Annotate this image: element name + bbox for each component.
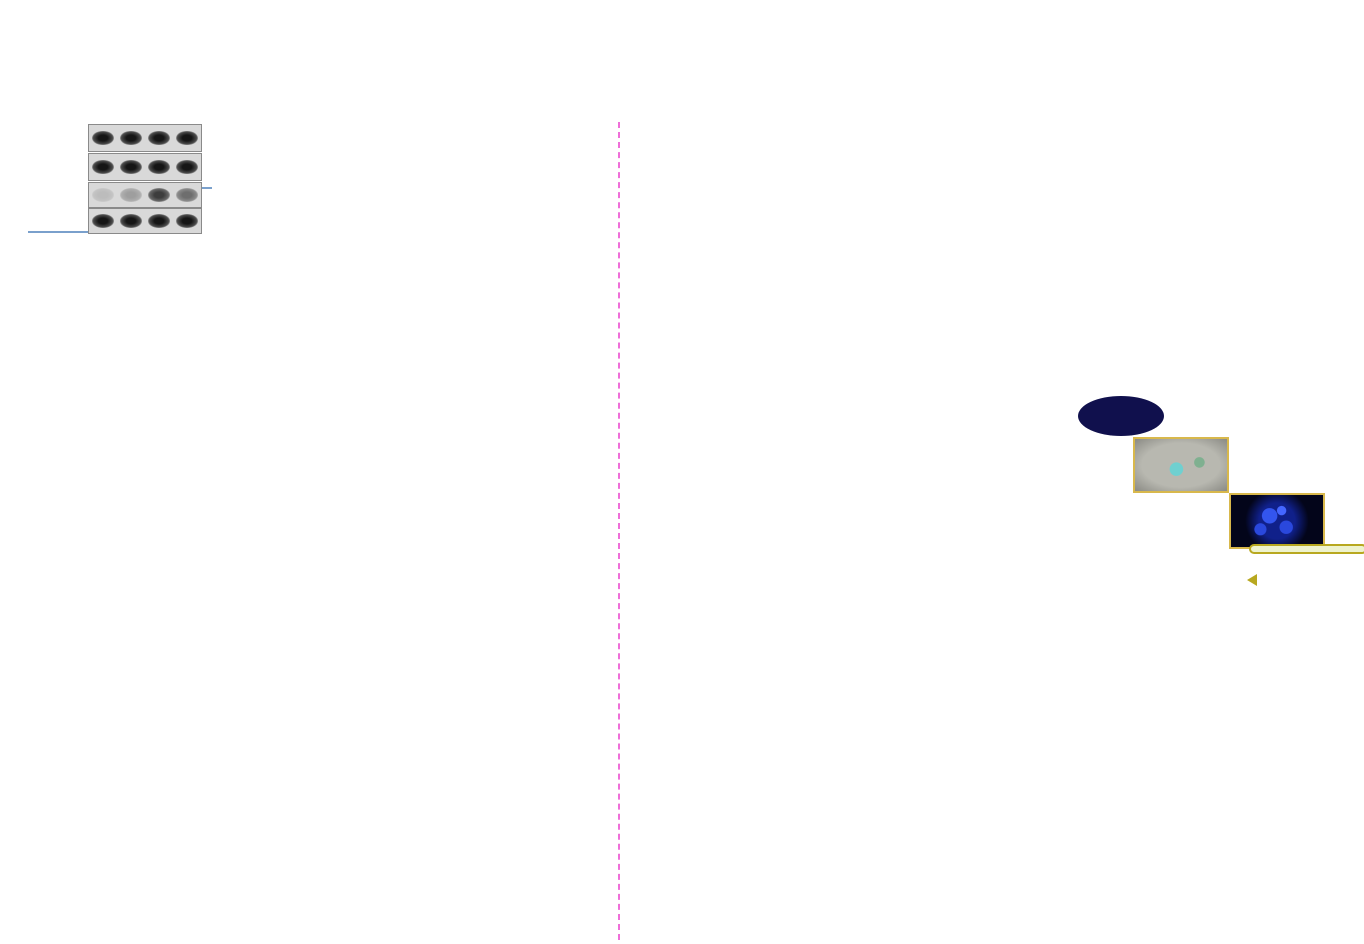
blot-cox-image [88,153,202,181]
p21-node [1078,396,1164,436]
sa-bgal-image [1133,437,1229,493]
blot-mito-image [88,124,202,152]
blot-bactin-image [88,208,202,234]
k5a-callout [1247,544,1364,586]
section-divider [618,122,620,940]
panel-b-underline [28,231,88,233]
blot-cyto-image [88,182,202,208]
